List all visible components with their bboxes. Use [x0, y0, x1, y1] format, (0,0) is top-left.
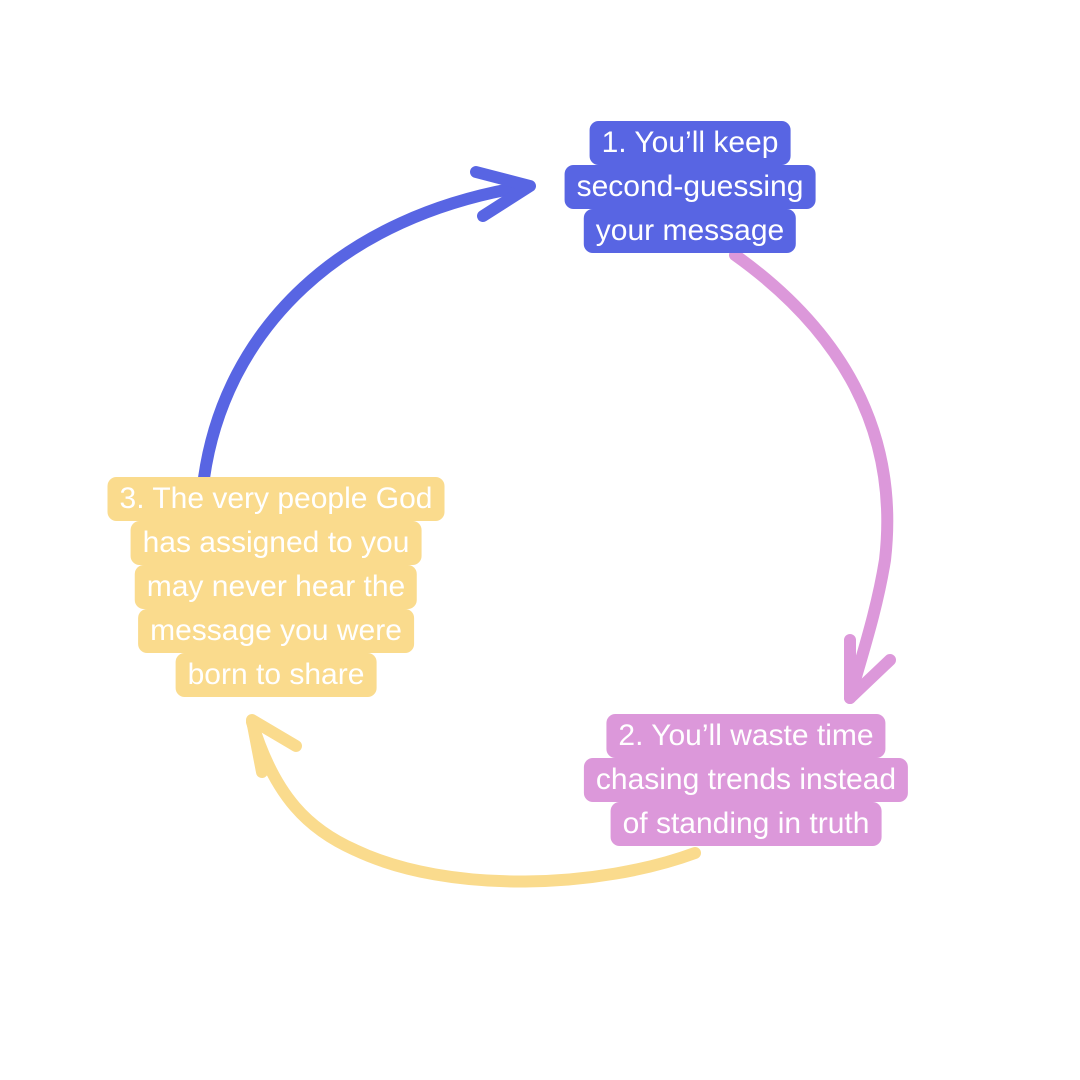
- arrow-head-step1: [470, 166, 536, 222]
- step-3-line-1: 3. The very people God: [107, 477, 445, 521]
- step-1-line-1: 1. You’ll keep: [589, 121, 791, 165]
- step-3-line-4: message you were: [138, 609, 414, 653]
- arrow-head-step2: [844, 634, 896, 704]
- arrow-step2-to-step3: [246, 716, 701, 888]
- arrow-step3-to-step1: [198, 180, 534, 484]
- step-2-line-3: of standing in truth: [610, 802, 882, 846]
- step-3-line-5: born to share: [175, 653, 377, 697]
- step-1-line-3: your message: [583, 209, 797, 253]
- arrow-head-step3: [246, 714, 302, 778]
- step-2-line-1: 2. You’ll waste time: [606, 714, 886, 758]
- step-1-line-2: second-guessing: [564, 165, 816, 209]
- step-3-line-3: may never hear the: [134, 565, 418, 609]
- arrow-step1-to-step2: [729, 249, 894, 704]
- step-3-line-2: has assigned to you: [130, 521, 422, 565]
- step-2-line-2: chasing trends instead: [583, 758, 909, 802]
